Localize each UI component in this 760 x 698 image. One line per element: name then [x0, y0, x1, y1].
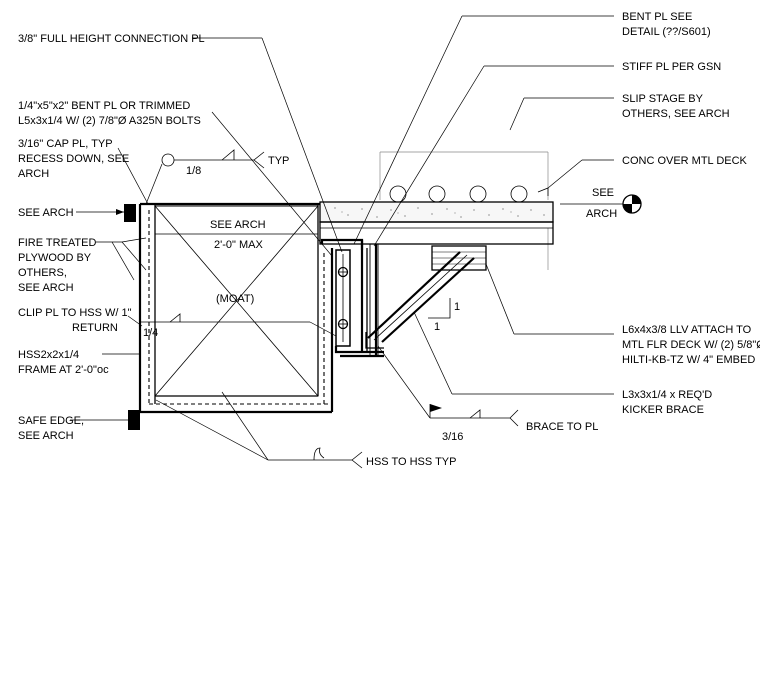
- label-hss-1: HSS2x2x1/4: [18, 349, 79, 361]
- label-bent-pl-1: 1/4"x5"x2" BENT PL OR TRIMMED: [18, 100, 190, 112]
- label-bent-detail-2: DETAIL (??/S601): [622, 26, 711, 38]
- label-bent-detail-1: BENT PL SEE: [622, 11, 692, 23]
- label-fire-3: OTHERS,: [18, 267, 67, 279]
- label-see-arch-left: SEE ARCH: [18, 207, 74, 219]
- leader-lines: [70, 15, 614, 421]
- label-weld-3-16: 3/16: [442, 431, 463, 443]
- label-hss-2: FRAME AT 2'-0"oc: [18, 364, 109, 376]
- stage-casters: [389, 185, 528, 203]
- label-l3-2: KICKER BRACE: [622, 404, 704, 416]
- label-cap-pl-2: RECESS DOWN, SEE: [18, 153, 129, 165]
- label-cap-pl-3: ARCH: [18, 168, 49, 180]
- label-fire-4: SEE ARCH: [18, 282, 74, 294]
- label-slip-2: OTHERS, SEE ARCH: [622, 108, 730, 120]
- label-fire-1: FIRE TREATED: [18, 237, 96, 249]
- concrete-slab: [319, 201, 554, 245]
- kicker-brace: [365, 251, 475, 349]
- label-l6-1: L6x4x3/8 LLV ATTACH TO: [622, 324, 752, 336]
- label-safe-1: SAFE EDGE,: [18, 415, 84, 427]
- label-bent-pl-2: L5x3x1/4 W/ (2) 7/8"Ø A325N BOLTS: [18, 115, 201, 127]
- label-stiff-pl: STIFF PL PER GSN: [622, 61, 721, 73]
- label-l3-1: L3x3x1/4 x REQ'D: [622, 389, 712, 401]
- weld-symbol-brace: [377, 345, 519, 427]
- label-slope-1b: 1: [434, 321, 440, 333]
- weld-symbol-clip: [140, 313, 337, 337]
- label-l6-3: HILTI-KB-TZ W/ 4" EMBED: [622, 354, 755, 366]
- label-hss-to-hss: HSS TO HSS TYP: [366, 456, 456, 468]
- label-moat: (MOAT): [216, 293, 254, 305]
- label-typ: TYP: [268, 155, 289, 167]
- label-see-arch-right-1: SEE: [592, 187, 614, 199]
- l6-angle-attach: [431, 245, 487, 271]
- label-brace-to-pl: BRACE TO PL: [526, 421, 598, 433]
- label-cap-pl-1: 3/16" CAP PL, TYP: [18, 138, 113, 150]
- label-safe-2: SEE ARCH: [18, 430, 74, 442]
- safe-edge-block-top: [124, 204, 136, 222]
- label-clip-1: CLIP PL TO HSS W/ 1": [18, 307, 132, 319]
- slip-stage-outline: [379, 151, 549, 270]
- moat-hss-frame: [138, 202, 334, 414]
- label-slip-1: SLIP STAGE BY: [622, 93, 704, 105]
- section-symbol: [560, 194, 642, 214]
- label-see-arch-right-2: ARCH: [586, 208, 617, 220]
- label-weld-1-8: 1/8: [186, 165, 201, 177]
- label-see-arch-moat: SEE ARCH: [210, 219, 266, 231]
- label-weld-1-4: 1/4: [143, 327, 158, 339]
- label-fire-2: PLYWOOD BY: [18, 252, 92, 264]
- slope-marker: [428, 298, 451, 319]
- label-clip-2: RETURN: [72, 322, 118, 334]
- safe-edge-block-bottom: [128, 410, 140, 430]
- connection-plate-assembly: [320, 238, 384, 358]
- weld-symbol-top: [145, 149, 265, 205]
- label-conc: CONC OVER MTL DECK: [622, 155, 748, 167]
- label-l6-2: MTL FLR DECK W/ (2) 5/8"Ø: [622, 339, 760, 351]
- weld-symbol-hss: [155, 391, 363, 469]
- label-dim-max: 2'-0" MAX: [214, 239, 263, 251]
- label-slope-1a: 1: [454, 301, 460, 313]
- label-connection-pl: 3/8" FULL HEIGHT CONNECTION PL: [18, 33, 205, 45]
